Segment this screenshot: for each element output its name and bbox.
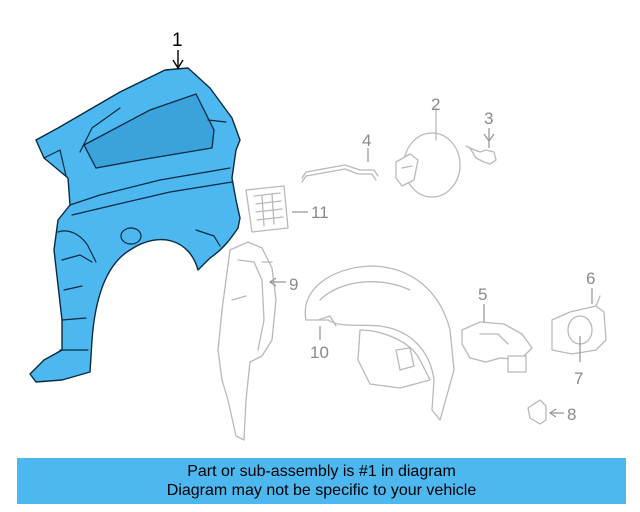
callout-5: 5	[478, 285, 487, 304]
banner-line-part: Part or sub-assembly is #1 in diagram	[187, 463, 456, 480]
callout-3: 3	[484, 109, 493, 128]
callout-11: 11	[311, 203, 329, 222]
callout-8: 8	[567, 405, 576, 424]
part-9-inner-panel[interactable]	[217, 241, 286, 441]
callout-9: 9	[289, 275, 298, 294]
callout-7: 7	[574, 369, 583, 388]
part-2-fuel-door[interactable]	[395, 107, 461, 198]
part-10-wheel-liner[interactable]	[304, 265, 455, 421]
svg-text:1: 1	[172, 30, 183, 51]
part-3-screw[interactable]	[465, 128, 497, 165]
part-5-bracket[interactable]	[461, 304, 533, 373]
part-4-rod[interactable]	[301, 148, 379, 183]
callout-1: 1	[172, 30, 184, 70]
callout-4: 4	[362, 131, 371, 150]
part-1-quarter-panel[interactable]	[29, 67, 241, 383]
info-banner: Part or sub-assembly is #1 in diagram Di…	[17, 458, 626, 504]
callout-6: 6	[586, 269, 595, 288]
banner-line-disclaimer: Diagram may not be specific to your vehi…	[166, 482, 477, 499]
part-11-vent[interactable]	[245, 185, 308, 233]
part-6-housing[interactable]	[551, 288, 607, 362]
callout-10: 10	[310, 343, 329, 362]
part-8-clip[interactable]	[527, 399, 564, 425]
callout-2: 2	[431, 95, 440, 114]
